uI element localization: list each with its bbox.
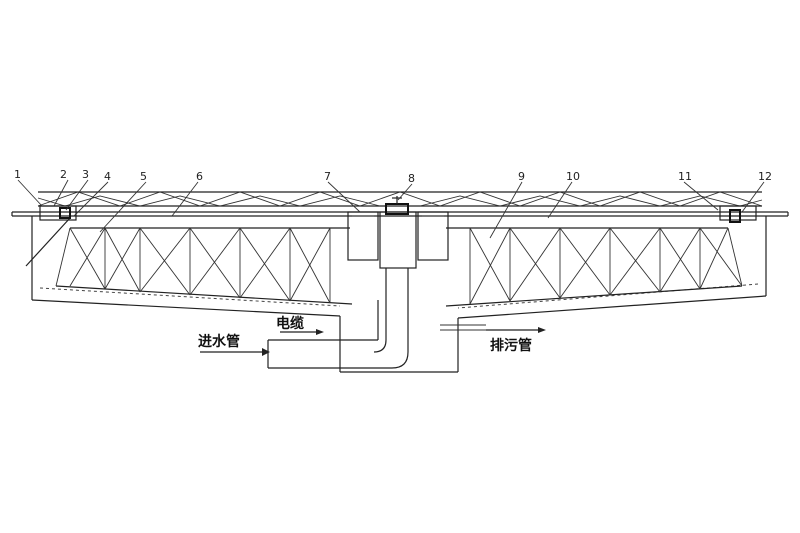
callout-2: 2 bbox=[60, 168, 67, 181]
left-scraper-arm bbox=[25, 217, 353, 305]
callout-5: 5 bbox=[140, 170, 147, 183]
callout-8: 8 bbox=[408, 172, 415, 185]
cable-label: 电缆 bbox=[276, 315, 304, 332]
inlet-label: 进水管 bbox=[198, 333, 240, 350]
callout-9: 9 bbox=[518, 170, 525, 183]
sludge-label: 排污管 bbox=[490, 337, 532, 354]
callout-4: 4 bbox=[104, 170, 111, 183]
bridge-truss bbox=[37, 191, 763, 207]
callout-1: 1 bbox=[14, 168, 21, 181]
right-scraper-arm bbox=[445, 227, 743, 307]
callout-numbers: 1 2 3 4 5 6 7 8 9 10 11 12 bbox=[14, 168, 772, 185]
callout-12: 12 bbox=[758, 170, 772, 183]
tank-structure bbox=[11, 211, 789, 373]
callout-7: 7 bbox=[324, 170, 331, 183]
callout-11: 11 bbox=[678, 170, 692, 183]
callout-3: 3 bbox=[82, 168, 89, 181]
end-carriages bbox=[39, 205, 757, 223]
callout-10: 10 bbox=[566, 170, 580, 183]
center-column bbox=[347, 196, 449, 369]
callout-6: 6 bbox=[196, 170, 203, 183]
callout-leaders bbox=[17, 179, 765, 239]
sludge-outlet-arrow bbox=[486, 327, 546, 333]
inlet-pipe bbox=[200, 329, 392, 369]
